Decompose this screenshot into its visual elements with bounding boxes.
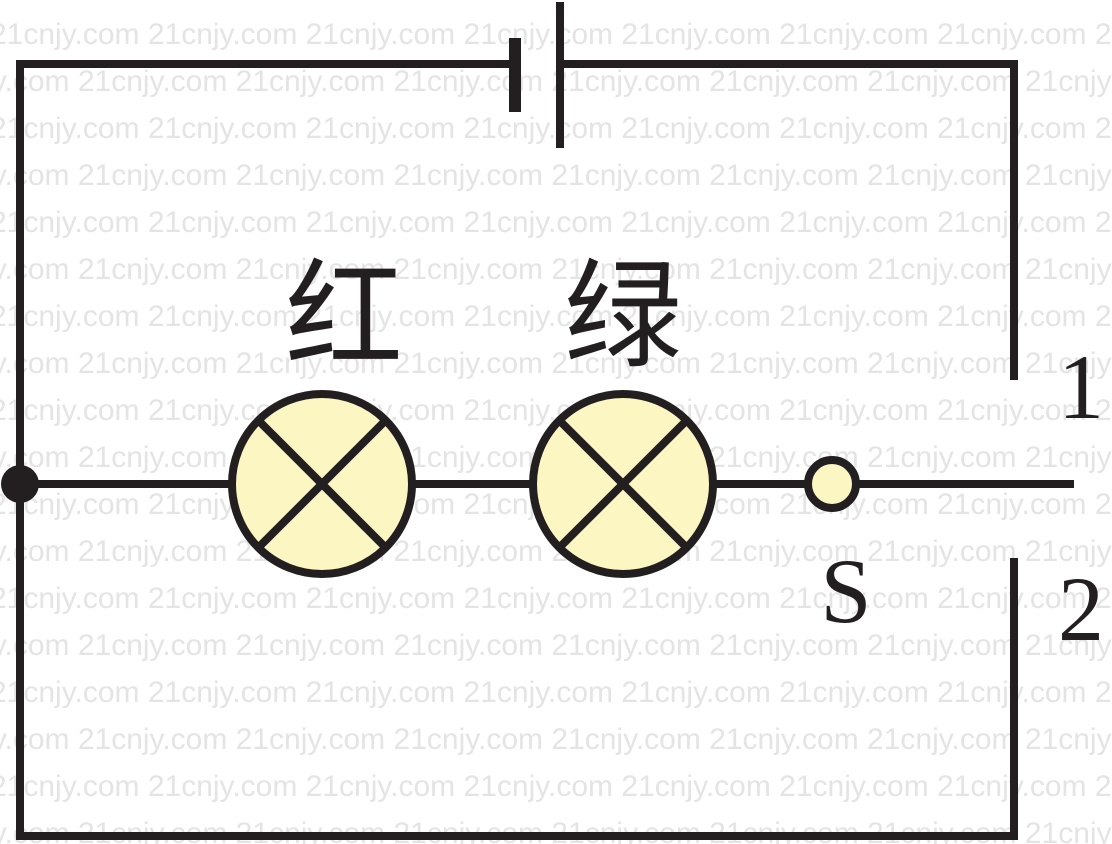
red-lamp-cross-b: [255, 417, 389, 551]
bottom-wire: [16, 484, 1018, 840]
watermark-line: 21cnjy.com 21cnjy.com 21cnjy.com 21cnjy.…: [0, 582, 1112, 615]
junction-dot: [1, 465, 39, 503]
watermark-line: 21cnjy.com 21cnjy.com 21cnjy.com 21cnjy.…: [0, 206, 1112, 239]
watermark-line: 21cnjy.com 21cnjy.com 21cnjy.com 21cnjy.…: [0, 300, 1112, 333]
green-lamp-cross-b: [556, 417, 690, 551]
watermark-line: 21cnjy.com 21cnjy.com 21cnjy.com 21cnjy.…: [0, 159, 1112, 192]
battery-icon: [509, 2, 564, 148]
watermark-line: 21cnjy.com 21cnjy.com 21cnjy.com 21cnjy.…: [0, 253, 1112, 286]
red-lamp: [228, 390, 416, 578]
top-wire-right: [560, 60, 1018, 380]
switch-s: [804, 456, 1074, 512]
watermark-line: 21cnjy.com 21cnjy.com 21cnjy.com 21cnjy.…: [0, 770, 1112, 803]
switch-label: S: [820, 540, 871, 642]
watermark: 21cnjy.com 21cnjy.com 21cnjy.com 21cnjy.…: [0, 18, 1112, 844]
switch-contact-1-label: 1: [1058, 336, 1104, 438]
green-lamp: [529, 390, 717, 578]
watermark-line: 21cnjy.com 21cnjy.com 21cnjy.com 21cnjy.…: [0, 723, 1112, 756]
watermark-line: 21cnjy.com 21cnjy.com 21cnjy.com 21cnjy.…: [0, 629, 1112, 662]
red-lamp-label: 红: [285, 247, 403, 385]
green-lamp-label: 绿: [564, 247, 682, 385]
switch-contact-2-label: 2: [1058, 558, 1104, 660]
top-wire-left: [16, 60, 515, 484]
watermark-line: 21cnjy.com 21cnjy.com 21cnjy.com 21cnjy.…: [0, 676, 1112, 709]
switch-pivot: [804, 456, 860, 512]
watermark-line: 21cnjy.com 21cnjy.com 21cnjy.com 21cnjy.…: [0, 347, 1112, 380]
